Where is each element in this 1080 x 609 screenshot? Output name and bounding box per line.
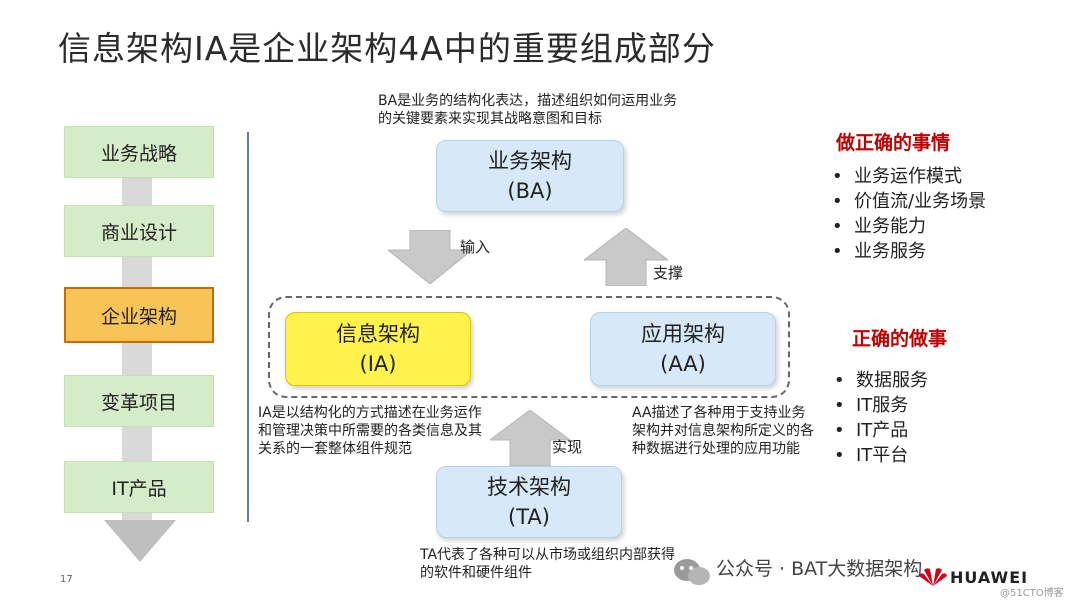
ba-name: 业务架构 [488,149,572,173]
application-architecture-box: 应用架构 (AA) [590,312,776,386]
implement-label: 实现 [552,438,583,456]
input-label: 输入 [460,238,491,256]
ia-aa-group-frame [268,296,790,398]
ba-note: BA是业务的结构化表达，描述组织如何运用业务的关键要素来实现其战略意图和目标 [378,93,678,127]
list-item: 价值流/业务场景 [830,189,986,214]
information-architecture-box: 信息架构 (IA) [285,312,471,386]
process-step-strategy: 业务战略 [64,126,214,178]
list-item: 数据服务 [832,368,928,393]
huawei-logo-icon [919,568,947,586]
ia-abbr: (IA) [359,352,397,376]
support-label: 支撑 [653,264,684,282]
watermark-text: 公众号 · BAT大数据架构 [716,558,923,580]
list-item: 业务运作模式 [830,164,986,189]
right-bottom-list: 数据服务 IT服务 IT产品 IT平台 [832,368,928,468]
business-architecture-box: 业务架构 (BA) [436,140,624,212]
ba-abbr: (BA) [507,179,553,203]
process-step-it-product: IT产品 [64,461,214,513]
divider-line [247,132,249,522]
aa-name: 应用架构 [641,322,725,346]
aa-abbr: (AA) [660,352,706,376]
ta-abbr: (TA) [508,505,550,529]
page-title: 信息架构IA是企业架构4A中的重要组成部分 [58,29,716,68]
process-step-enterprise-architecture: 企业架构 [64,287,214,343]
list-item: IT平台 [832,443,928,468]
ta-note: TA代表了各种可以从市场或组织内部获得的软件和硬件组件 [420,547,676,581]
process-step-business-design: 商业设计 [64,205,214,257]
list-item: 业务能力 [830,214,986,239]
wechat-icon [674,559,710,585]
support-arrow-icon [584,228,668,286]
ia-name: 信息架构 [336,322,420,346]
right-bottom-heading: 正确的做事 [852,328,948,350]
process-step-change-project: 变革项目 [64,375,214,427]
technology-architecture-box: 技术架构 (TA) [436,466,622,538]
input-arrow-icon [388,230,472,284]
ia-note: IA是以结构化的方式描述在业务运作和管理决策中所需要的各类信息及其关系的一套整体… [258,405,482,457]
ta-name: 技术架构 [487,475,571,499]
list-item: IT服务 [832,393,928,418]
page-number: 17 [60,574,73,585]
list-item: 业务服务 [830,239,986,264]
list-item: IT产品 [832,418,928,443]
right-top-heading: 做正确的事情 [836,132,951,154]
blog-tag: @51CTO博客 [1000,588,1064,599]
huawei-brand-text: HUAWEI [950,568,1029,587]
aa-note: AA描述了各种用于支持业务架构并对信息架构所定义的各种数据进行处理的应用功能 [632,405,814,457]
right-top-list: 业务运作模式 价值流/业务场景 业务能力 业务服务 [830,164,986,264]
process-down-arrow [104,520,176,562]
implement-arrow-icon [490,410,570,466]
